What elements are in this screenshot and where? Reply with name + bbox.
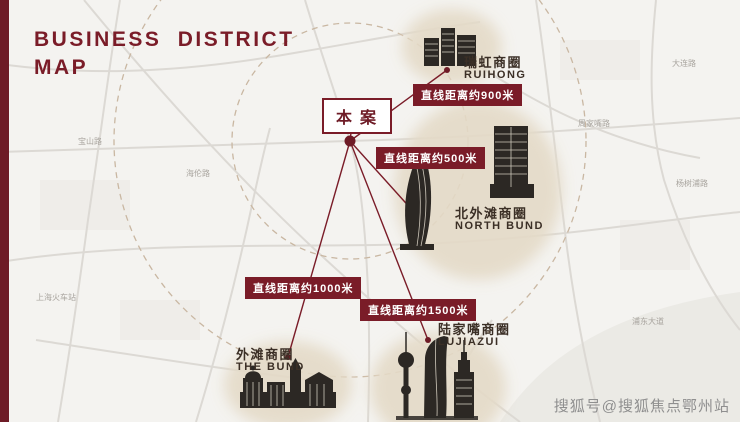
page-title-line1: BUSINESS DISTRICT [34,28,295,51]
road-label: 周家嘴路 [578,119,610,128]
district-label-north-bund-cn: 北外滩商圈 [455,206,528,221]
line-end-dots [285,67,450,360]
road-label: 宝山路 [78,137,102,146]
distance-badge-north-bund: 直线距离约500米 [376,147,486,169]
distance-badge-the-bund: 直线距离约1000米 [245,277,362,299]
district-label-lujiazui-cn: 陆家嘴商圈 [438,322,511,337]
road-label: 大连路 [672,59,696,68]
north-bund-tower-illustration [490,126,534,198]
district-label-the-bund-cn: 外滩商圈 [236,347,295,362]
district-label-ruihong-cn: 瑞虹商圈 [464,55,523,70]
district-label-ruihong-en: RUIHONG [464,69,527,81]
distance-badge-ruihong: 直线距离约900米 [413,84,523,106]
site-marker-box: 本案 [322,98,393,134]
city-blocks [40,40,690,340]
site-location-dot [344,135,356,147]
page-title: BUSINESS DISTRICT MAP [34,26,295,82]
district-label-north-bund-en: NORTH BUND [455,220,544,232]
river-shape [500,292,740,422]
watermark-text: 搜狐号@搜狐焦点鄂州站 [553,398,730,415]
road-label: 浦东大道 [632,317,664,326]
distance-badge-lujiazui: 直线距离约1500米 [360,299,477,321]
the-bund-skyline-illustration [240,358,336,408]
district-label-the-bund-en: THE BUND [236,361,305,373]
road-label: 海伦路 [186,169,210,178]
left-accent-bar [0,0,9,422]
road-label: 杨树浦路 [676,179,708,188]
road-label: 上海火车站 [36,293,76,302]
page-title-line2: MAP [34,56,89,79]
ruihong-buildings-illustration [424,28,476,66]
lujiazui-skyline-illustration [396,332,478,420]
district-label-lujiazui-en: LUJIAZUI [438,336,500,348]
north-bund-twisted-tower-illustration [400,160,434,250]
